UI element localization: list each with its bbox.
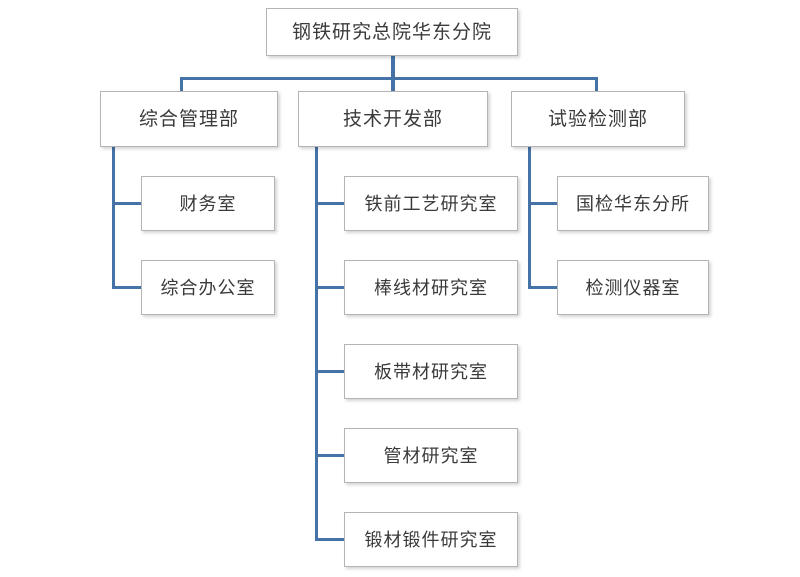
connector-trunk-dept-2 [528, 147, 531, 288]
org-node-dept-1-child-0-label: 铁前工艺研究室 [364, 193, 498, 214]
connector-stub-dept0-child1 [112, 286, 142, 289]
org-node-root-label: 钢铁研究总院华东分院 [291, 21, 492, 43]
org-node-dept-1-child-3[interactable]: 管材研究室 [344, 428, 518, 483]
connector-stub-dept2-child0 [528, 202, 558, 205]
org-node-dept-2-child-1[interactable]: 检测仪器室 [557, 260, 709, 315]
org-node-dept-1-child-4[interactable]: 锻材锻件研究室 [344, 512, 518, 567]
org-node-dept-2-child-1-label: 检测仪器室 [585, 277, 681, 298]
connector-stub-dept1-child4 [315, 538, 345, 541]
connector-stub-dept0-child0 [112, 202, 142, 205]
org-node-dept-2-child-0-label: 国检华东分所 [576, 193, 690, 214]
connector-stub-dept1-child0 [315, 202, 345, 205]
connector-trunk-dept-0 [112, 147, 115, 288]
org-node-dept-1-child-4-label: 锻材锻件研究室 [364, 529, 498, 550]
org-node-dept-0-child-0[interactable]: 财务室 [141, 176, 275, 231]
org-node-dept-1-child-1[interactable]: 棒线材研究室 [344, 260, 518, 315]
org-node-dept-0-child-0-label: 财务室 [179, 193, 237, 214]
connector-bus-to-dept-2 [595, 77, 598, 91]
connector-bus-to-dept-0 [180, 77, 183, 91]
org-node-dept-1-label: 技术开发部 [342, 108, 443, 130]
connector-level1-bus [180, 77, 598, 80]
org-node-dept-0-label: 综合管理部 [138, 108, 239, 130]
org-node-dept-1-child-2[interactable]: 板带材研究室 [344, 344, 518, 399]
org-node-dept-0-child-1-label: 综合办公室 [160, 277, 256, 298]
connector-trunk-dept-1 [315, 147, 318, 541]
org-node-dept-2-label: 试验检测部 [547, 108, 648, 130]
org-node-dept-2[interactable]: 试验检测部 [511, 91, 685, 147]
connector-stub-dept2-child1 [528, 286, 558, 289]
org-node-dept-0[interactable]: 综合管理部 [100, 91, 278, 147]
connector-bus-to-dept-1 [391, 77, 395, 91]
org-node-dept-1[interactable]: 技术开发部 [298, 91, 488, 147]
org-node-dept-2-child-0[interactable]: 国检华东分所 [557, 176, 709, 231]
connector-stub-dept1-child2 [315, 370, 345, 373]
org-node-dept-1-child-3-label: 管材研究室 [383, 445, 479, 466]
connector-stub-dept1-child3 [315, 454, 345, 457]
org-node-dept-1-child-0[interactable]: 铁前工艺研究室 [344, 176, 518, 231]
org-node-root[interactable]: 钢铁研究总院华东分院 [266, 8, 518, 56]
org-node-dept-1-child-2-label: 板带材研究室 [374, 361, 488, 382]
connector-stub-dept1-child1 [315, 286, 345, 289]
org-node-dept-0-child-1[interactable]: 综合办公室 [141, 260, 275, 315]
connector-root-drop [391, 55, 395, 79]
org-node-dept-1-child-1-label: 棒线材研究室 [374, 277, 488, 298]
